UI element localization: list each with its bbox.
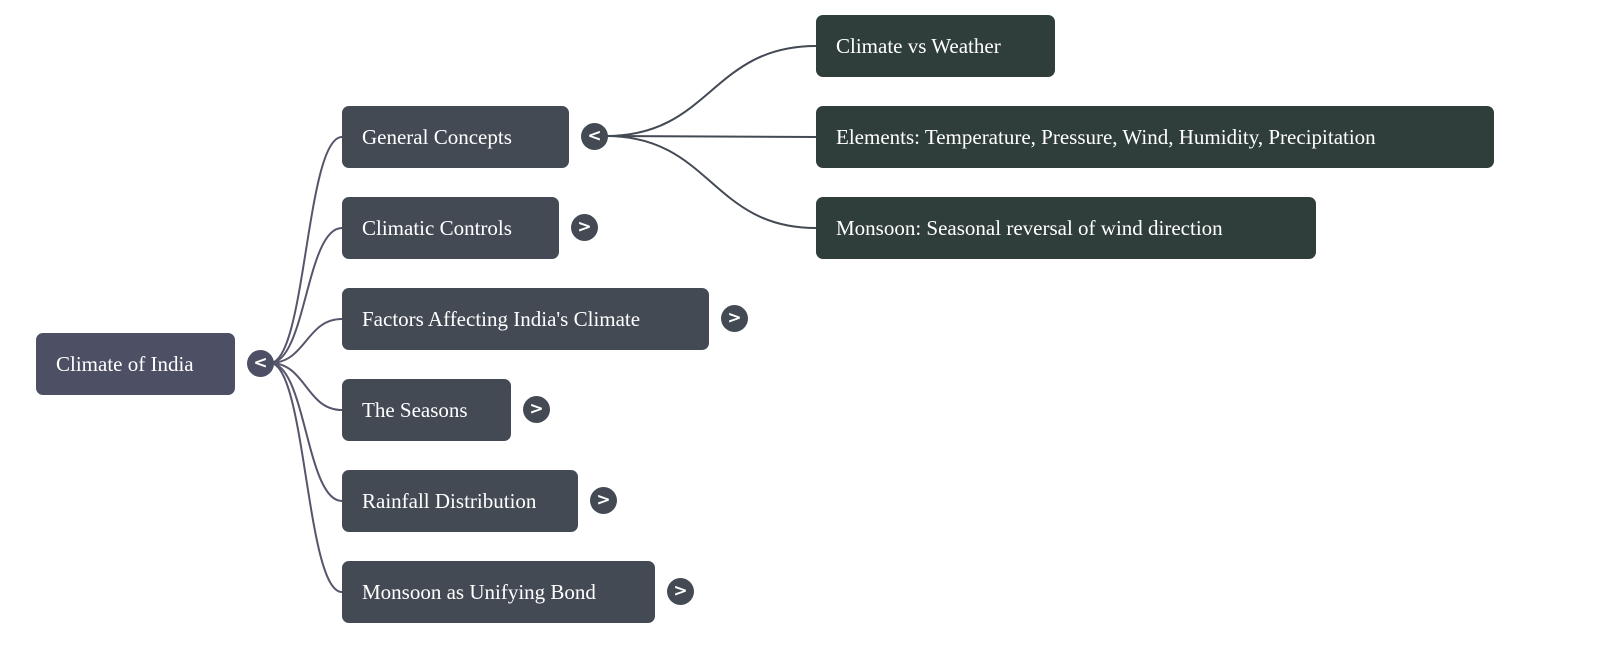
- node-general-concepts[interactable]: General Concepts: [342, 106, 569, 168]
- node-monsoon-unifying-bond[interactable]: Monsoon as Unifying Bond: [342, 561, 655, 623]
- rainfall-expand-toggle[interactable]: >: [590, 487, 617, 514]
- edge-root-child-2: [269, 318, 343, 364]
- edge-root-child-5: [269, 362, 343, 593]
- edge-root-child-3: [269, 362, 343, 411]
- factors-expand-toggle[interactable]: >: [721, 305, 748, 332]
- edge-root-child-4: [269, 362, 343, 502]
- monsoon-bond-expand-toggle[interactable]: >: [667, 578, 694, 605]
- node-the-seasons[interactable]: The Seasons: [342, 379, 511, 441]
- node-monsoon-definition[interactable]: Monsoon: Seasonal reversal of wind direc…: [816, 197, 1316, 259]
- edge-root-child-0: [269, 136, 343, 364]
- node-elements[interactable]: Elements: Temperature, Pressure, Wind, H…: [816, 106, 1494, 168]
- node-rainfall-distribution[interactable]: Rainfall Distribution: [342, 470, 578, 532]
- seasons-expand-toggle[interactable]: >: [523, 396, 550, 423]
- edge-general-concepts-child-2: [605, 135, 817, 229]
- node-climate-vs-weather[interactable]: Climate vs Weather: [816, 15, 1055, 77]
- root-node[interactable]: Climate of India: [36, 333, 235, 395]
- edge-general-concepts-child-1: [605, 135, 817, 138]
- climatic-controls-expand-toggle[interactable]: >: [571, 214, 598, 241]
- node-factors-affecting[interactable]: Factors Affecting India's Climate: [342, 288, 709, 350]
- general-concepts-collapse-toggle[interactable]: <: [581, 123, 608, 150]
- edge-root-child-1: [269, 227, 343, 364]
- root-collapse-toggle[interactable]: <: [247, 350, 274, 377]
- node-climatic-controls[interactable]: Climatic Controls: [342, 197, 559, 259]
- edge-general-concepts-child-0: [605, 45, 817, 137]
